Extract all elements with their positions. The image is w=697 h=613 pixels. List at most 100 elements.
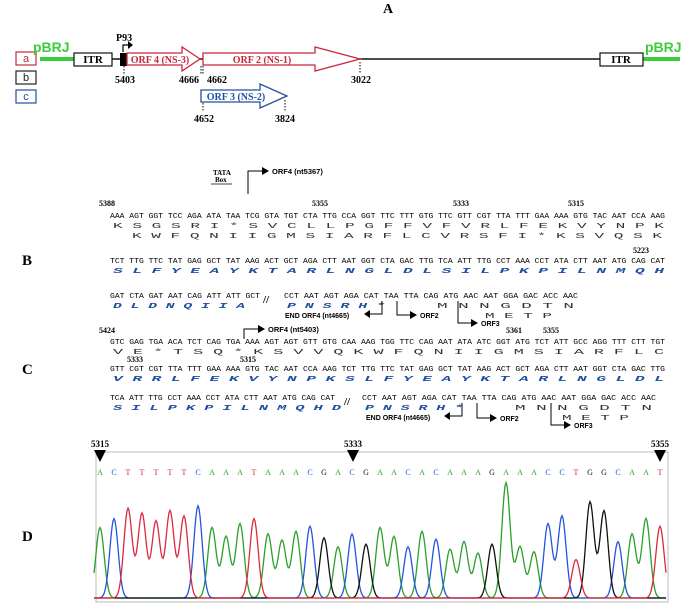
pos-4662: 4662: [207, 75, 227, 86]
orf3-b-arrow-head: [471, 319, 478, 327]
p93-arrow-stem: [122, 44, 128, 52]
itr-right-box: [599, 52, 644, 67]
vector-label-right: pBRJ: [645, 39, 682, 55]
nt-5424: 5424: [99, 326, 115, 335]
end-orf4-b-arrow-head: [364, 310, 370, 318]
orf3-c-arrow-head: [564, 421, 571, 429]
seq-c-line3-tail-nt: CCT AAT AGT AGA CAT TAA TTA CAG ATG AAC …: [362, 395, 657, 403]
base-call: C: [111, 468, 116, 477]
seq-b-line1-aa1: K S G S R I * S V C L L P G F F V F V R …: [113, 223, 665, 231]
nt-5361: 5361: [506, 326, 522, 335]
orf4-start-arrow-stem: [247, 170, 262, 194]
legend-box-a: [15, 51, 37, 66]
base-call: T: [658, 468, 663, 477]
panel-c: C ORF4 (nt5403) 5424 5361 5355 GTC GAG T…: [22, 325, 666, 430]
nt-5315-c: 5315: [240, 355, 256, 364]
vector-label-left: pBRJ: [33, 39, 70, 55]
nt-5388: 5388: [99, 199, 115, 208]
nt-5223: 5223: [633, 246, 649, 255]
end-orf4-c-label: END ORF4 (nt4665): [366, 415, 430, 422]
orf4-c-start-arrow-stem: [243, 328, 258, 339]
pos-d-right: 5355: [651, 439, 670, 449]
end-orf4-c-arrow-stem: [450, 403, 463, 417]
seq-c-line3-tail-aa: P N S R H *: [365, 405, 464, 413]
base-call: A: [517, 468, 523, 477]
pos-3022: 3022: [351, 75, 371, 86]
panel-c-label: C: [22, 362, 33, 378]
pos-d-mid: 5333: [344, 439, 363, 449]
orf4-arrow: [126, 45, 202, 73]
pos-4666: 4666: [179, 75, 199, 86]
pos-3824: 3824: [275, 114, 295, 125]
orf2-c-arrow-head: [490, 414, 497, 422]
orf4-start-arrow-head: [262, 167, 269, 175]
base-call: A: [209, 468, 215, 477]
legend-box-c: [15, 89, 37, 104]
base-call: G: [587, 468, 593, 477]
base-call: T: [252, 468, 257, 477]
orf2-label: ORF 2 (NS-1): [233, 55, 292, 66]
base-call: G: [489, 468, 495, 477]
seq-c-line1-aa: V E * T S Q * K S V V Q K W F Q N I I G …: [113, 349, 665, 357]
panel-b-label: B: [22, 253, 32, 269]
marker-d-left: [94, 450, 106, 462]
orf3-c-label: ORF3: [574, 423, 593, 430]
orf2-arrow: [202, 46, 363, 72]
nt-5355-c: 5355: [543, 326, 559, 335]
base-call: A: [503, 468, 509, 477]
base-call: A: [223, 468, 229, 477]
base-call: C: [405, 468, 410, 477]
base-call: A: [335, 468, 341, 477]
seq-b-line3-tail-aa: P N S R H *: [287, 303, 386, 311]
tata-label: TATA: [213, 169, 231, 177]
orf3-b-arrow-stem: [457, 301, 471, 324]
pos-d-left: 5315: [91, 439, 110, 449]
chromatogram-traces: [93, 480, 667, 599]
end-orf4-b-arrow-stem: [370, 301, 383, 315]
end-orf4-b-label: END ORF4 (nt4665): [285, 313, 349, 320]
seq-b-line1-nt: AAA AGT GGT TCC AGA ATA TAA TCG GTA TGT …: [110, 213, 665, 221]
base-call: A: [237, 468, 243, 477]
base-call: A: [419, 468, 425, 477]
box-label: Box: [215, 176, 227, 184]
seq-c-line3-tail-aa3: M E T P: [562, 415, 630, 423]
panel-b: B TATA Box ORF4 (nt5367) 5388 5355 5333 …: [22, 167, 666, 328]
nt-5355: 5355: [312, 199, 328, 208]
itr-left-label: ITR: [83, 54, 104, 66]
seq-b-line3-tail-nt: CCT AAT AGT AGA CAT TAA TTA CAG ATG AAC …: [284, 293, 579, 301]
seq-b-line2-aa: S L F Y E A Y K T A R L N G L D L S I L …: [113, 268, 665, 276]
seq-b-line3-tail-aa2: M N N G D T N: [437, 303, 574, 311]
orf2-c-arrow-stem: [476, 403, 490, 419]
base-call: A: [279, 468, 285, 477]
legend-box-b: [15, 70, 37, 85]
seq-b-line1-aa2: K W F Q N I I G M S I A R F L C V R S F …: [132, 233, 663, 241]
base-call: T: [126, 468, 131, 477]
seq-c-line2-nt: GTT CGT CGT TTA TTT GAA AAA GTG TAC AAT …: [110, 366, 665, 374]
base-call: G: [321, 468, 327, 477]
base-call: T: [140, 468, 145, 477]
orf2-c-label: ORF2: [500, 416, 519, 423]
base-call: C: [307, 468, 312, 477]
panel-a: A a b c pBRJ pBRJ ITR ITR P93 ORF 4 (NS-…: [15, 2, 682, 125]
end-orf4-c-arrow-head: [444, 412, 450, 420]
p93-label: P93: [116, 33, 132, 44]
base-call: C: [349, 468, 354, 477]
orf3-arrow: [200, 82, 289, 110]
base-call: A: [461, 468, 467, 477]
pos-4652: 4652: [194, 114, 214, 125]
itr-left-box: [73, 52, 113, 67]
base-call: C: [615, 468, 620, 477]
orf2-b-label: ORF2: [420, 313, 439, 320]
orf2-b-arrow-head: [410, 311, 417, 319]
orf4-c-start-label: ORF4 (nt5403): [268, 325, 319, 334]
marker-d-mid: [347, 450, 359, 462]
seq-c-line2-aa: V R R L F E K V Y N P K S L F Y E A Y K …: [113, 376, 664, 384]
seq-b-line2-nt: TCT TTG TTC TAT GAG GCT TAT AAG ACT GCT …: [110, 258, 666, 266]
seq-b-line3-nt: GAT CTA GAT AAT CAG ATT ATT GCT: [110, 293, 261, 301]
seq-c-line1-nt: GTC GAG TGA ACA TCT CAG TGA AAA AGT AGT …: [110, 339, 666, 347]
orf4-label: ORF 4 (NS-3): [131, 55, 190, 66]
legend-label-b: b: [23, 72, 29, 84]
